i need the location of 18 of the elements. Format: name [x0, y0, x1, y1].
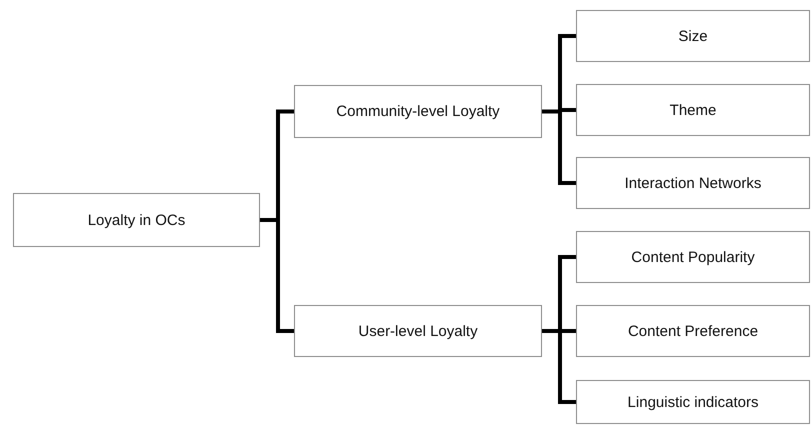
category-box	[294, 305, 542, 357]
node-label: Linguistic indicators	[628, 394, 758, 410]
category-box	[576, 380, 810, 424]
node-label: Theme	[670, 102, 716, 118]
category-box	[576, 84, 810, 136]
node-label: Loyalty in OCs	[88, 212, 186, 228]
node-label: Content Preference	[628, 322, 758, 340]
category-box	[576, 231, 810, 283]
category-box	[576, 157, 810, 209]
category-box	[13, 193, 260, 247]
node-label: Interaction Networks	[624, 174, 762, 192]
node-label: Size	[678, 28, 708, 44]
node-label: Community-level Loyalty	[336, 103, 500, 120]
category-box	[576, 10, 810, 62]
category-box	[576, 305, 810, 357]
node-label: Content Popularity	[631, 248, 755, 266]
node-label: User-level Loyalty	[358, 322, 478, 340]
category-box	[294, 85, 542, 138]
